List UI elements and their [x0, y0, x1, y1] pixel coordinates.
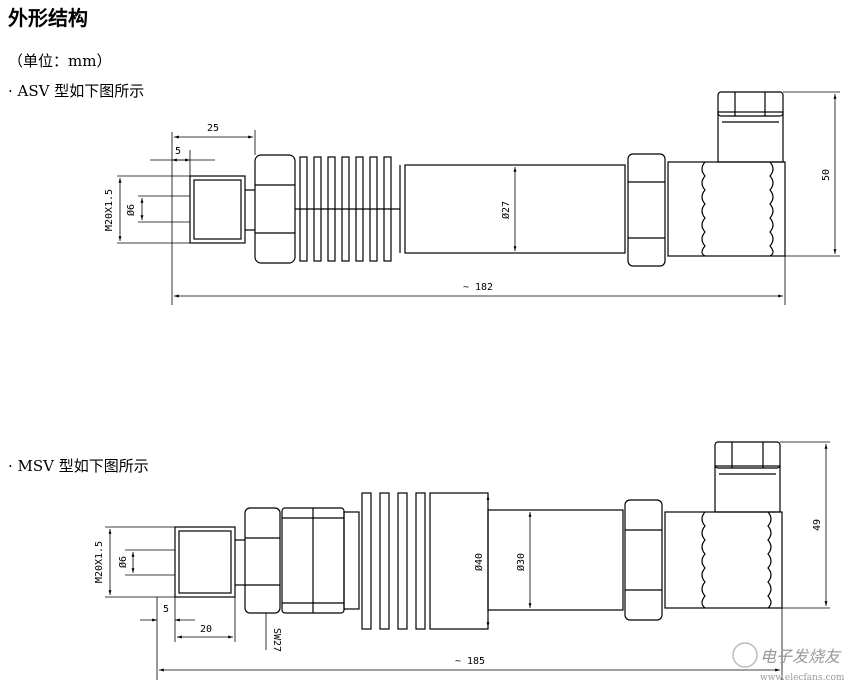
- asv-dimensions: [117, 91, 840, 305]
- msv-hex-nut: [244, 507, 281, 614]
- asv-fins: [295, 156, 400, 262]
- msv-dim-length: ~ 185: [455, 656, 485, 667]
- asv-drawing: [189, 91, 786, 267]
- msv-connector: [714, 465, 781, 513]
- msv-dim-thread: M20X1.5: [94, 541, 105, 583]
- watermark: 电子发烧友 www.elecfans.com: [732, 642, 845, 683]
- asv-connector: [717, 111, 784, 163]
- asv-dim-height: 50: [821, 169, 832, 181]
- msv-connector-cap: [714, 441, 781, 469]
- msv-dim-wrench: SW27: [271, 628, 282, 652]
- page-title: 外形结构: [8, 6, 88, 30]
- asv-dim-top: 25: [207, 123, 219, 134]
- msv-dim-hole: Ø6: [117, 556, 129, 568]
- msv-fins: [361, 492, 426, 630]
- asv-dim-thread: M20X1.5: [104, 189, 115, 231]
- msv-body: [487, 509, 624, 611]
- msv-union-nut: [624, 499, 663, 621]
- asv-housing: [667, 161, 786, 257]
- msv-dim-small: 5: [163, 604, 169, 615]
- msv-housing: [664, 511, 783, 609]
- watermark-logo-icon: [732, 642, 758, 668]
- msv-drawing: [174, 441, 783, 630]
- asv-body: [404, 164, 626, 254]
- asv-dim-length: ~ 182: [463, 282, 493, 293]
- msv-dimensions: [105, 441, 830, 680]
- asv-dim-hole: Ø6: [125, 204, 137, 216]
- msv-dim-bottom: 20: [200, 624, 212, 635]
- asv-hex-nut: [254, 154, 296, 264]
- asv-dim-body: Ø27: [500, 201, 512, 219]
- asv-connector-cap: [717, 91, 784, 117]
- msv-caption: · MSV 型如下图所示: [8, 457, 149, 475]
- msv-thread-fitting: [174, 526, 236, 598]
- msv-dim-body: Ø30: [515, 553, 527, 571]
- msv-dim-height: 49: [812, 519, 823, 531]
- asv-thread-fitting: [189, 175, 246, 244]
- unit-note: （单位：mm）: [8, 52, 112, 70]
- watermark-main: 电子发烧友: [760, 647, 842, 666]
- msv-dim-fin: Ø40: [473, 553, 485, 571]
- watermark-url: www.elecfans.com: [760, 673, 845, 683]
- asv-dim-small: 5: [175, 146, 181, 157]
- asv-caption: · ASV 型如下图所示: [8, 82, 145, 100]
- asv-union-nut: [627, 153, 666, 267]
